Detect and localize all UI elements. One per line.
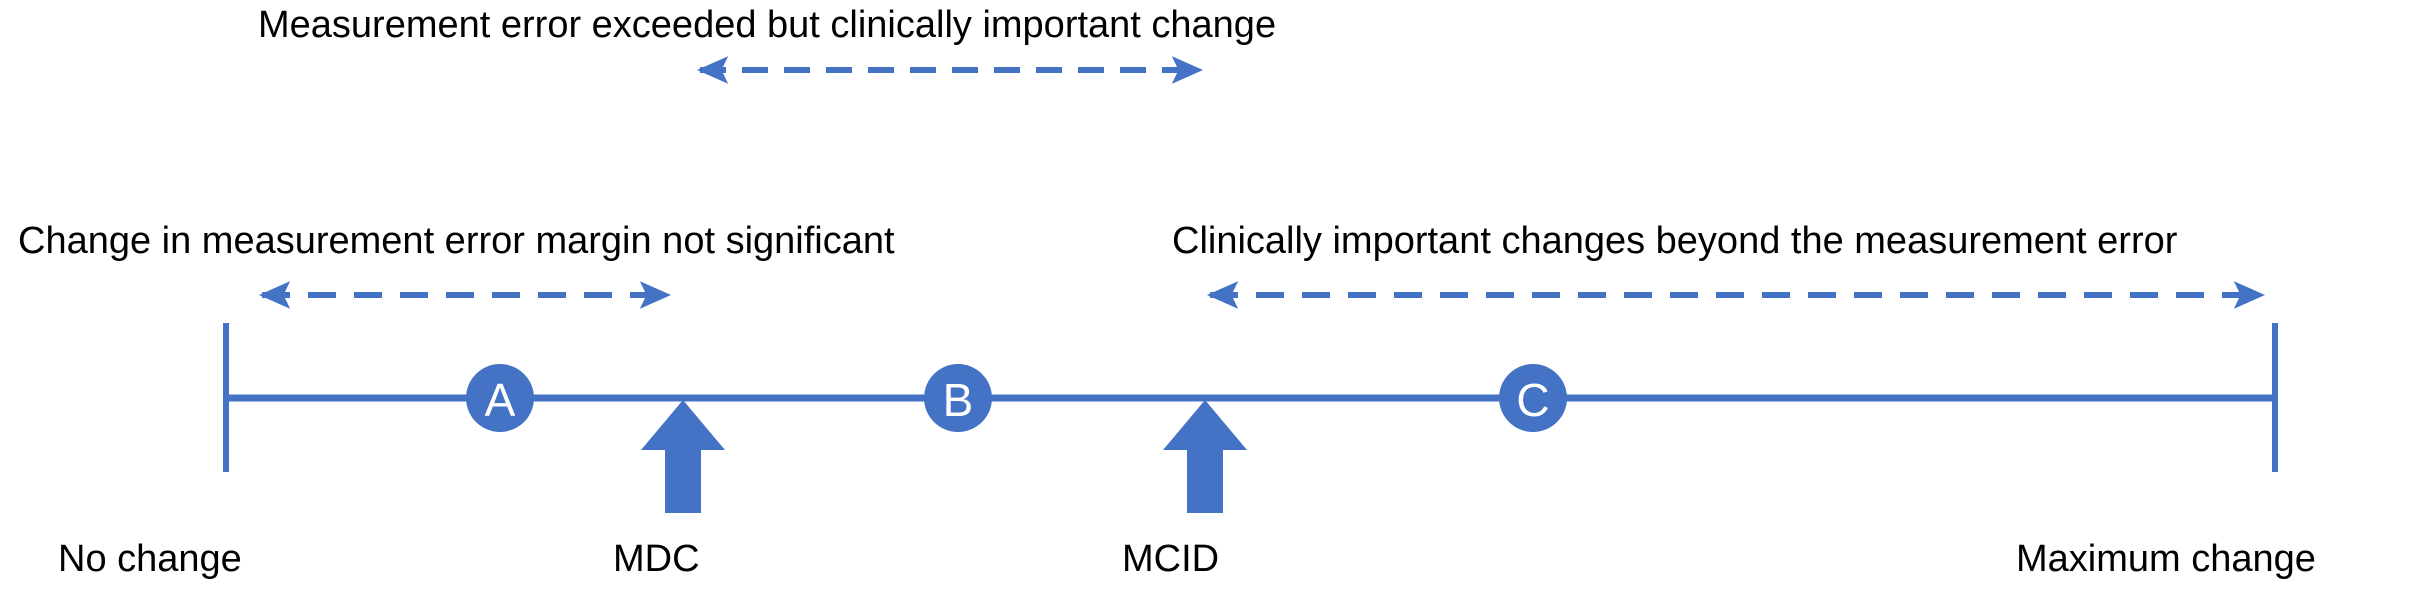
marker-c-label: C — [1516, 374, 1549, 426]
threshold-label-mcid: MCID — [1122, 538, 1220, 580]
marker-a-circle — [466, 364, 534, 432]
left-range-caption: Change in measurement error margin not s… — [18, 220, 895, 262]
marker-c-circle — [1499, 364, 1567, 432]
right-range-caption: Clinically important changes beyond the … — [1172, 220, 2178, 262]
marker-a[interactable]: A — [466, 364, 534, 432]
marker-c[interactable]: C — [1499, 364, 1567, 432]
marker-b-label: B — [943, 374, 974, 426]
threshold-arrow-mcid — [1163, 400, 1247, 513]
marker-b[interactable]: B — [924, 364, 992, 432]
marker-a-label: A — [485, 374, 516, 426]
marker-b-circle — [924, 364, 992, 432]
top-range-caption: Measurement error exceeded but clinicall… — [258, 4, 1277, 46]
axis-start-label: No change — [58, 538, 242, 580]
axis-end-label: Maximum change — [2016, 538, 2316, 580]
threshold-label-mdc: MDC — [613, 538, 700, 580]
threshold-arrow-mdc — [641, 400, 725, 513]
